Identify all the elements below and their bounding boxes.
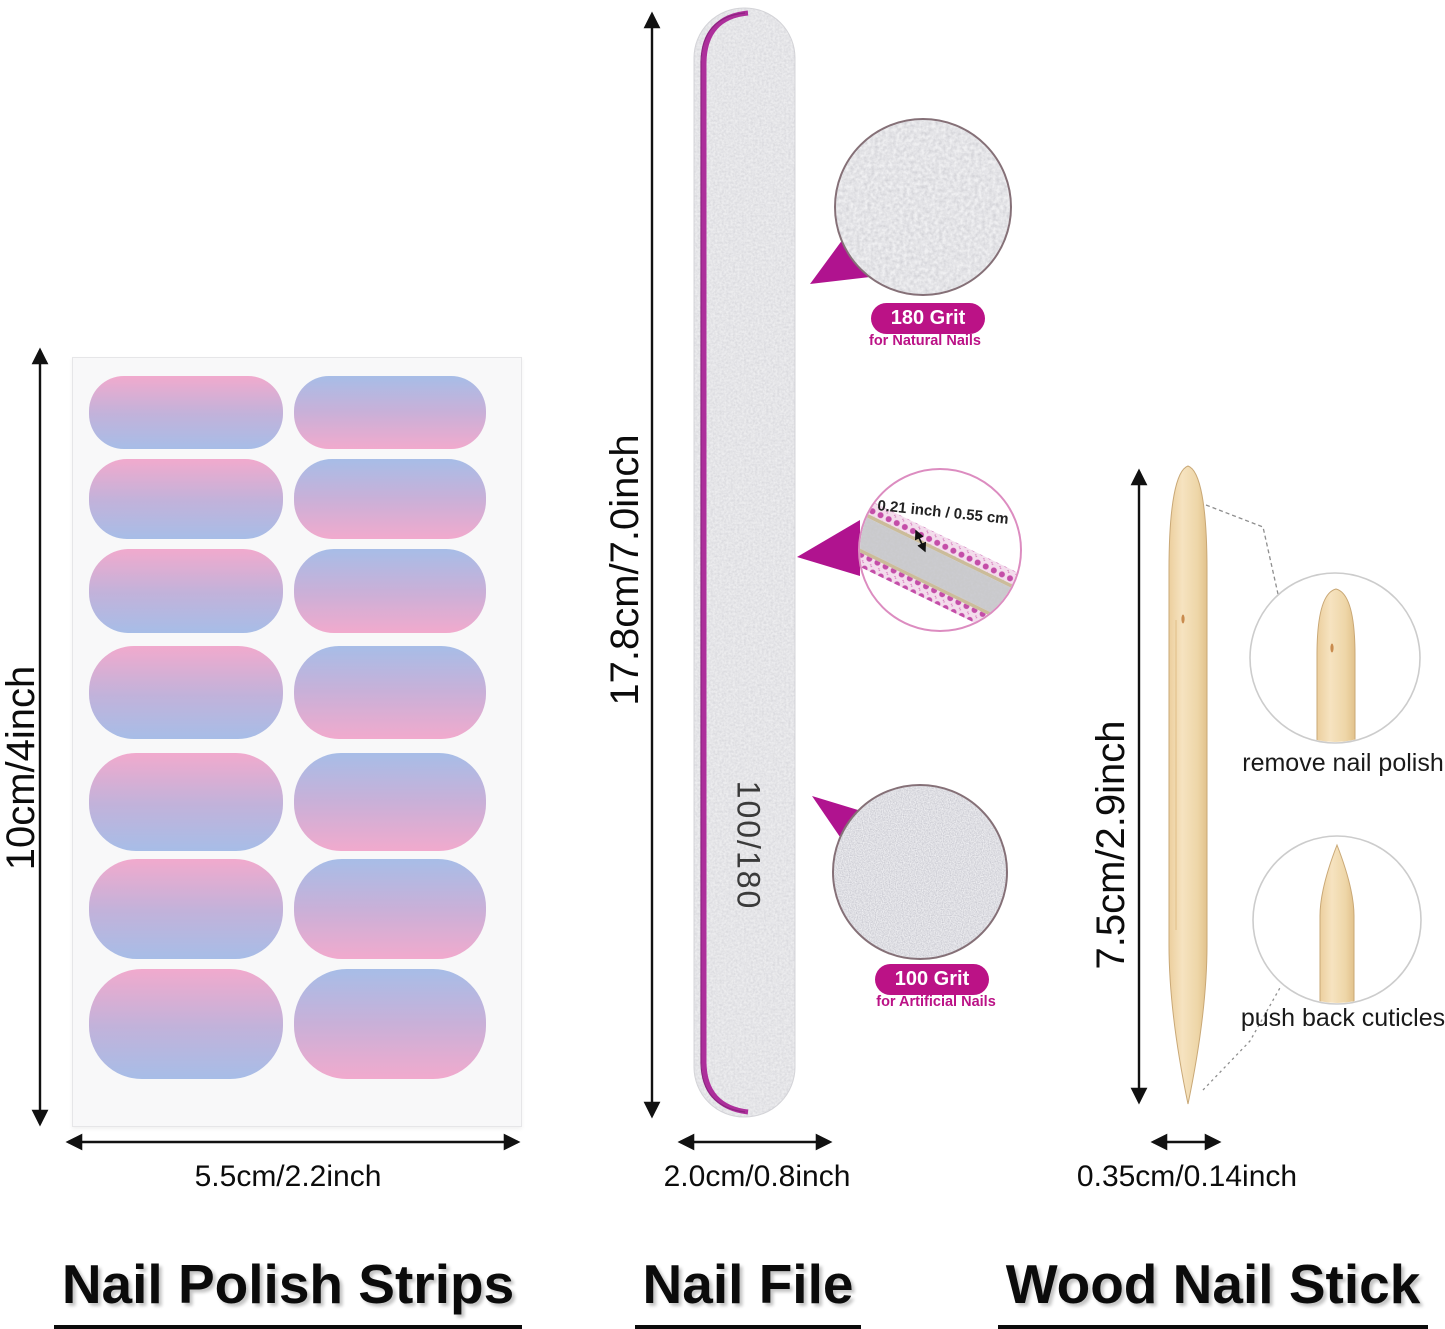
thickness-arrow (914, 529, 927, 553)
nail-polish-strip (89, 859, 283, 959)
title-wood-nail-stick: Wood Nail Stick (963, 1252, 1445, 1329)
zoom-circle-180-grit (834, 118, 1012, 296)
label-push-back-cuticles: push back cuticles (1240, 1004, 1445, 1032)
zoom-circle-100-grit (832, 784, 1008, 960)
nail-file (693, 7, 796, 1118)
stick-pointer-lines (1202, 504, 1282, 1091)
rounded-tip (1316, 588, 1356, 742)
caption-100-grit: for Artificial Nails (876, 994, 996, 1010)
file-grit-marking: 100/180 (730, 780, 767, 911)
pointer-thickness (797, 520, 860, 576)
caption-180-grit: for Natural Nails (869, 333, 981, 349)
stick-width-label: 0.35cm/0.14inch (1076, 1160, 1298, 1193)
zoom-circle-remove-polish (1249, 572, 1421, 744)
file-edge-stripe (701, 10, 749, 1115)
wood-nail-stick (1168, 465, 1208, 1105)
nail-polish-strip (89, 969, 283, 1079)
pointer-180-grit (810, 239, 870, 284)
nail-polish-strip (89, 376, 283, 449)
file-width-label: 2.0cm/0.8inch (663, 1160, 851, 1193)
nail-polish-strip (294, 859, 486, 959)
badge-100-grit: 100 Grit (875, 964, 989, 995)
label-remove-nail-polish: remove nail polish (1242, 749, 1444, 777)
title-nail-file: Nail File (498, 1252, 998, 1329)
wood-knot (1181, 614, 1185, 624)
stick-height-label: 7.5cm/2.9inch (1089, 720, 1133, 970)
dimension-arrows (31, 11, 1222, 1151)
nail-polish-strip (89, 549, 283, 633)
nail-polish-strip (294, 969, 486, 1079)
nail-polish-strip (294, 459, 486, 539)
nail-polish-strip (294, 376, 486, 449)
pointed-tip (1319, 843, 1355, 1003)
zoom-circle-thickness (858, 468, 1022, 632)
file-cross-section (860, 486, 1020, 630)
zoom-circle-push-cuticles (1252, 835, 1422, 1005)
pointer-line-remove (1205, 504, 1279, 595)
badge-180-grit: 180 Grit (871, 303, 985, 334)
file-height-label: 17.8cm/7.0inch (603, 434, 647, 706)
nail-polish-strip (294, 646, 486, 739)
strips-width-label: 5.5cm/2.2inch (194, 1160, 382, 1193)
nail-polish-strip (294, 549, 486, 633)
nail-polish-strip (294, 753, 486, 851)
nail-strip-sheet (72, 357, 522, 1127)
nail-polish-strip (89, 646, 283, 739)
nail-polish-strip (89, 753, 283, 851)
strips-height-label: 10cm/4inch (0, 665, 43, 871)
title-nail-polish-strips: Nail Polish Strips (38, 1252, 538, 1329)
nail-polish-strip (89, 459, 283, 539)
pointer-line-push (1202, 985, 1282, 1091)
